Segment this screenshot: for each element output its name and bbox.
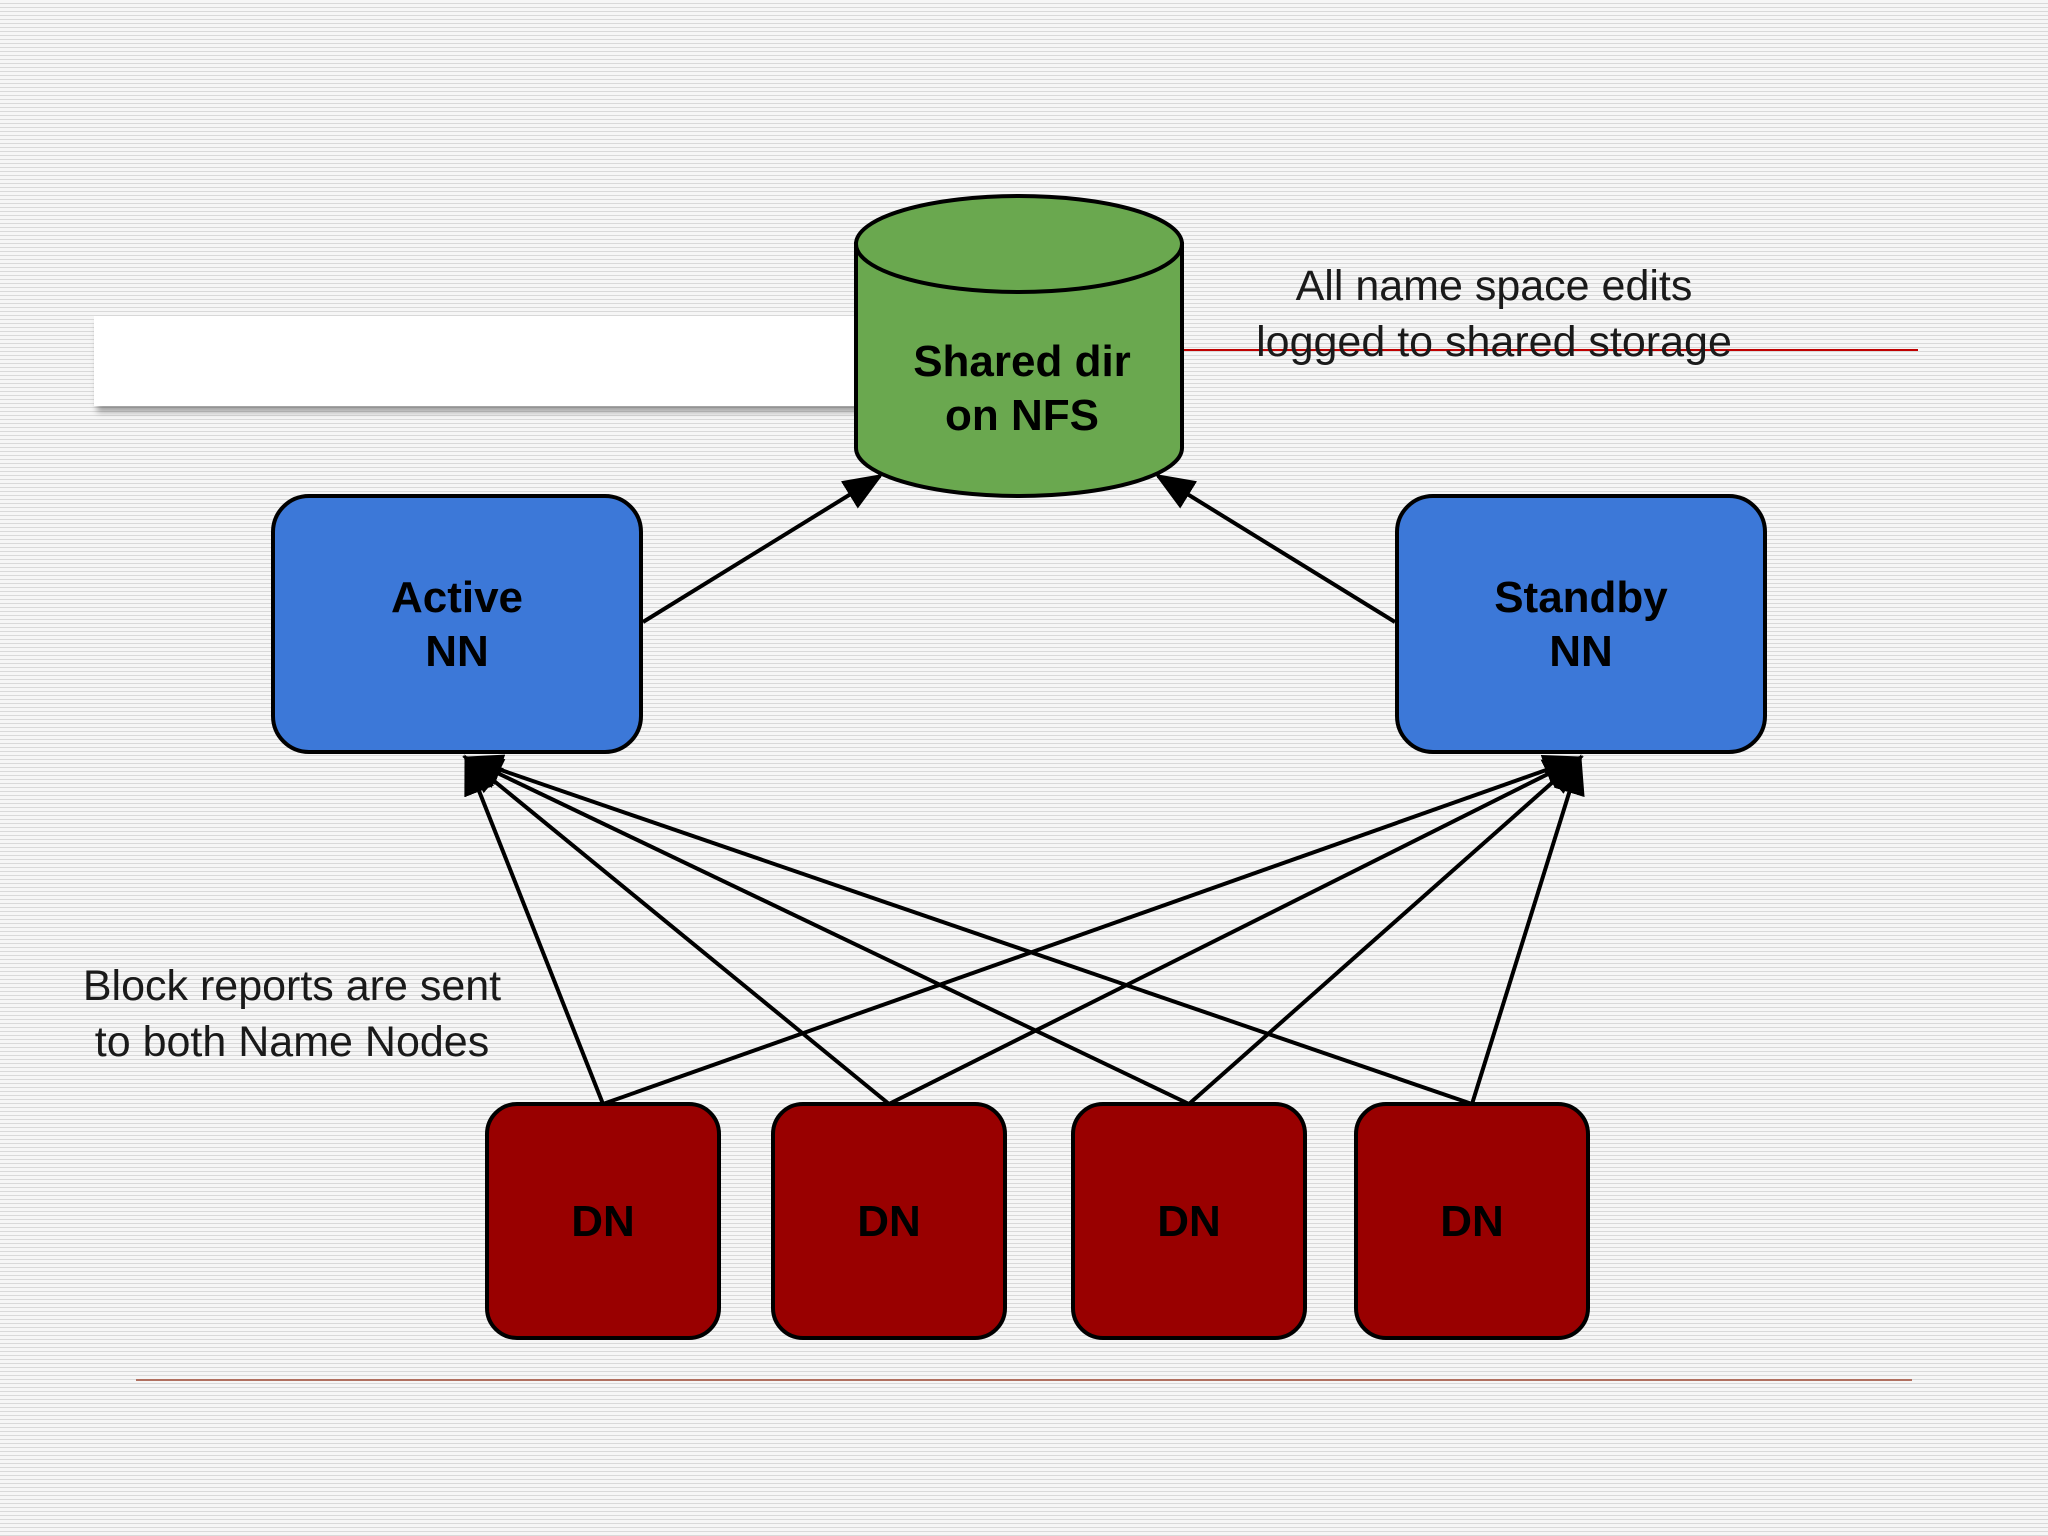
edits-note-line2: logged to shared storage	[1256, 318, 1732, 366]
edge-dn2-to-standby	[888, 756, 1584, 1106]
cylinder-body	[854, 242, 1184, 498]
edge-active-to-storage	[641, 473, 884, 624]
edge-dn1-to-standby	[602, 754, 1584, 1106]
edge-dn3-to-active	[462, 756, 1190, 1106]
active-namenode-label-line2: NN	[425, 627, 489, 676]
data-node-3: DN	[1071, 1102, 1307, 1340]
data-node-label: DN	[857, 1197, 921, 1246]
active-namenode: Active NN	[271, 494, 643, 754]
edits-note-line1: All name space edits	[1296, 262, 1693, 310]
standby-namenode-label-line2: NN	[1549, 627, 1613, 676]
blocks-note-line2: to both Name Nodes	[95, 1018, 489, 1066]
edge-dn2-to-active	[462, 755, 891, 1106]
edge-dn3-to-standby	[1187, 755, 1583, 1106]
standby-namenode: Standby NN	[1395, 494, 1767, 754]
data-node-box	[485, 1102, 721, 1340]
active-namenode-box	[271, 494, 643, 754]
storage-label-line2: on NFS	[945, 391, 1099, 440]
data-node-box	[1071, 1102, 1307, 1340]
data-node-1: DN	[485, 1102, 721, 1340]
edge-dn4-to-standby	[1470, 754, 1585, 1105]
edge-dn1-to-active	[464, 754, 605, 1105]
standby-namenode-box	[1395, 494, 1767, 754]
data-node-box	[771, 1102, 1007, 1340]
data-node-label: DN	[1157, 1197, 1221, 1246]
data-node-label: DN	[1440, 1197, 1504, 1246]
data-node-2: DN	[771, 1102, 1007, 1340]
data-node-label: DN	[571, 1197, 635, 1246]
edges	[462, 473, 1585, 1106]
standby-namenode-label-line1: Standby	[1494, 573, 1668, 622]
data-node-box	[1354, 1102, 1590, 1340]
blocks-note-line1: Block reports are sent	[83, 962, 501, 1010]
storage-label-line1: Shared dir	[913, 337, 1131, 386]
shared-storage-cylinder: Shared dir on NFS	[854, 194, 1184, 498]
edge-dn4-to-active	[462, 754, 1473, 1106]
white-title-panel	[94, 316, 874, 406]
data-node-4: DN	[1354, 1102, 1590, 1340]
active-namenode-label-line1: Active	[391, 573, 523, 622]
cylinder-top	[854, 194, 1184, 294]
edge-standby-to-storage	[1154, 473, 1397, 624]
